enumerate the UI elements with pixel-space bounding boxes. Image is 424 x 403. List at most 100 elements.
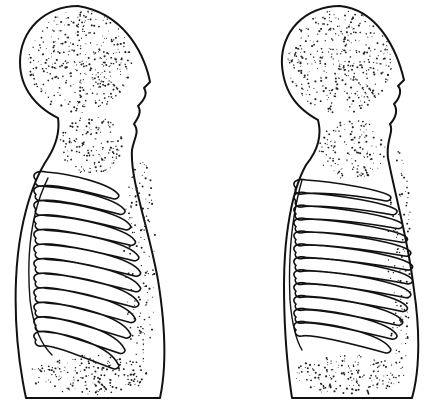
stipple-dot	[386, 41, 387, 42]
stipple-dot	[396, 160, 398, 162]
stipple-dot	[109, 22, 111, 24]
stipple-dot	[360, 175, 362, 177]
stipple-dot	[84, 369, 86, 371]
stipple-dot	[298, 62, 299, 63]
stipple-dot	[307, 371, 309, 373]
stipple-dot	[88, 12, 89, 13]
stipple-dot	[383, 58, 385, 60]
stipple-dot	[132, 273, 134, 275]
stipple-dot	[142, 186, 144, 188]
stipple-dot	[398, 351, 400, 353]
stipple-dot	[333, 147, 334, 148]
stipple-dot	[120, 362, 121, 363]
stipple-dot	[334, 93, 336, 95]
stipple-dot	[106, 103, 108, 105]
stipple-dot	[366, 73, 368, 75]
stipple-dot	[341, 79, 343, 81]
stipple-dot	[115, 373, 117, 375]
stipple-dot	[366, 84, 367, 85]
stipple-dot	[73, 377, 74, 378]
stipple-dot	[147, 271, 148, 272]
stipple-dot	[97, 391, 98, 392]
stipple-dot	[81, 142, 83, 144]
stipple-dot	[307, 367, 309, 369]
stipple-dot	[364, 92, 366, 94]
stipple-dot	[66, 12, 67, 13]
stipple-dot	[323, 137, 324, 138]
stipple-dot	[110, 379, 111, 380]
stipple-dot	[309, 86, 310, 87]
stipple-dot	[327, 391, 328, 392]
stipple-dot	[338, 60, 339, 61]
stipple-dot	[301, 371, 303, 373]
stipple-dot	[81, 38, 82, 39]
stipple-dot	[330, 49, 331, 50]
stipple-dot	[73, 379, 74, 380]
stipple-dot	[104, 160, 105, 161]
stipple-dot	[69, 138, 71, 140]
stipple-dot	[38, 377, 39, 378]
stipple-dot	[406, 269, 407, 270]
stipple-dot	[330, 377, 331, 378]
stipple-dot	[367, 104, 369, 106]
stipple-dot	[104, 169, 105, 170]
stipple-dot	[35, 382, 37, 384]
stipple-dot	[348, 61, 350, 63]
stipple-dot	[300, 52, 301, 53]
stipple-dot	[85, 100, 87, 102]
stipple-dot	[106, 38, 107, 39]
stipple-dot	[103, 93, 105, 95]
stipple-dot	[387, 230, 389, 232]
stipple-dot	[362, 148, 364, 150]
stipple-dot	[401, 160, 402, 161]
stipple-dot	[117, 140, 119, 142]
stipple-dot	[57, 361, 59, 363]
stipple-dot	[139, 299, 141, 301]
stipple-dot	[350, 78, 351, 79]
stipple-dot	[139, 316, 140, 317]
stipple-dot	[321, 392, 322, 393]
stipple-dot	[307, 63, 308, 64]
stipple-dot	[365, 169, 367, 171]
stipple-dot	[380, 365, 381, 366]
stipple-dot	[80, 371, 81, 372]
stipple-dot	[406, 187, 408, 189]
stipple-dot	[148, 273, 149, 274]
stipple-dot	[110, 122, 111, 123]
stipple-dot	[329, 11, 330, 12]
stipple-dot	[53, 371, 54, 372]
stipple-dot	[340, 177, 341, 178]
stipple-dot	[144, 286, 145, 287]
stipple-dot	[63, 140, 64, 141]
stipple-dot	[141, 265, 142, 266]
stipple-dot	[300, 365, 302, 367]
stipple-dot	[117, 359, 118, 360]
stipple-dot	[297, 48, 299, 50]
stipple-dot	[53, 30, 55, 32]
stipple-dot	[330, 141, 331, 142]
stipple-dot	[105, 64, 107, 66]
stipple-dot	[135, 195, 136, 196]
stipple-dot	[139, 365, 141, 367]
stipple-dot	[400, 368, 401, 369]
stipple-dot	[85, 381, 87, 383]
stipple-dot	[337, 164, 338, 165]
stipple-dot	[390, 69, 391, 70]
stipple-dot	[128, 219, 129, 220]
stipple-dot	[306, 28, 307, 29]
stipple-dot	[337, 26, 338, 27]
stipple-dot	[372, 385, 373, 386]
stipple-dot	[85, 65, 86, 66]
stipple-dot	[331, 165, 332, 166]
stipple-dot	[392, 329, 393, 330]
stipple-dot	[98, 355, 99, 356]
stipple-dot	[346, 388, 348, 390]
stipple-dot	[116, 156, 117, 157]
stipple-dot	[401, 193, 403, 195]
stipple-dot	[341, 169, 342, 170]
stipple-dot	[110, 391, 112, 393]
stipple-dot	[299, 373, 300, 374]
stipple-dot	[80, 96, 82, 98]
stipple-dot	[92, 11, 93, 12]
stipple-dot	[106, 52, 108, 54]
